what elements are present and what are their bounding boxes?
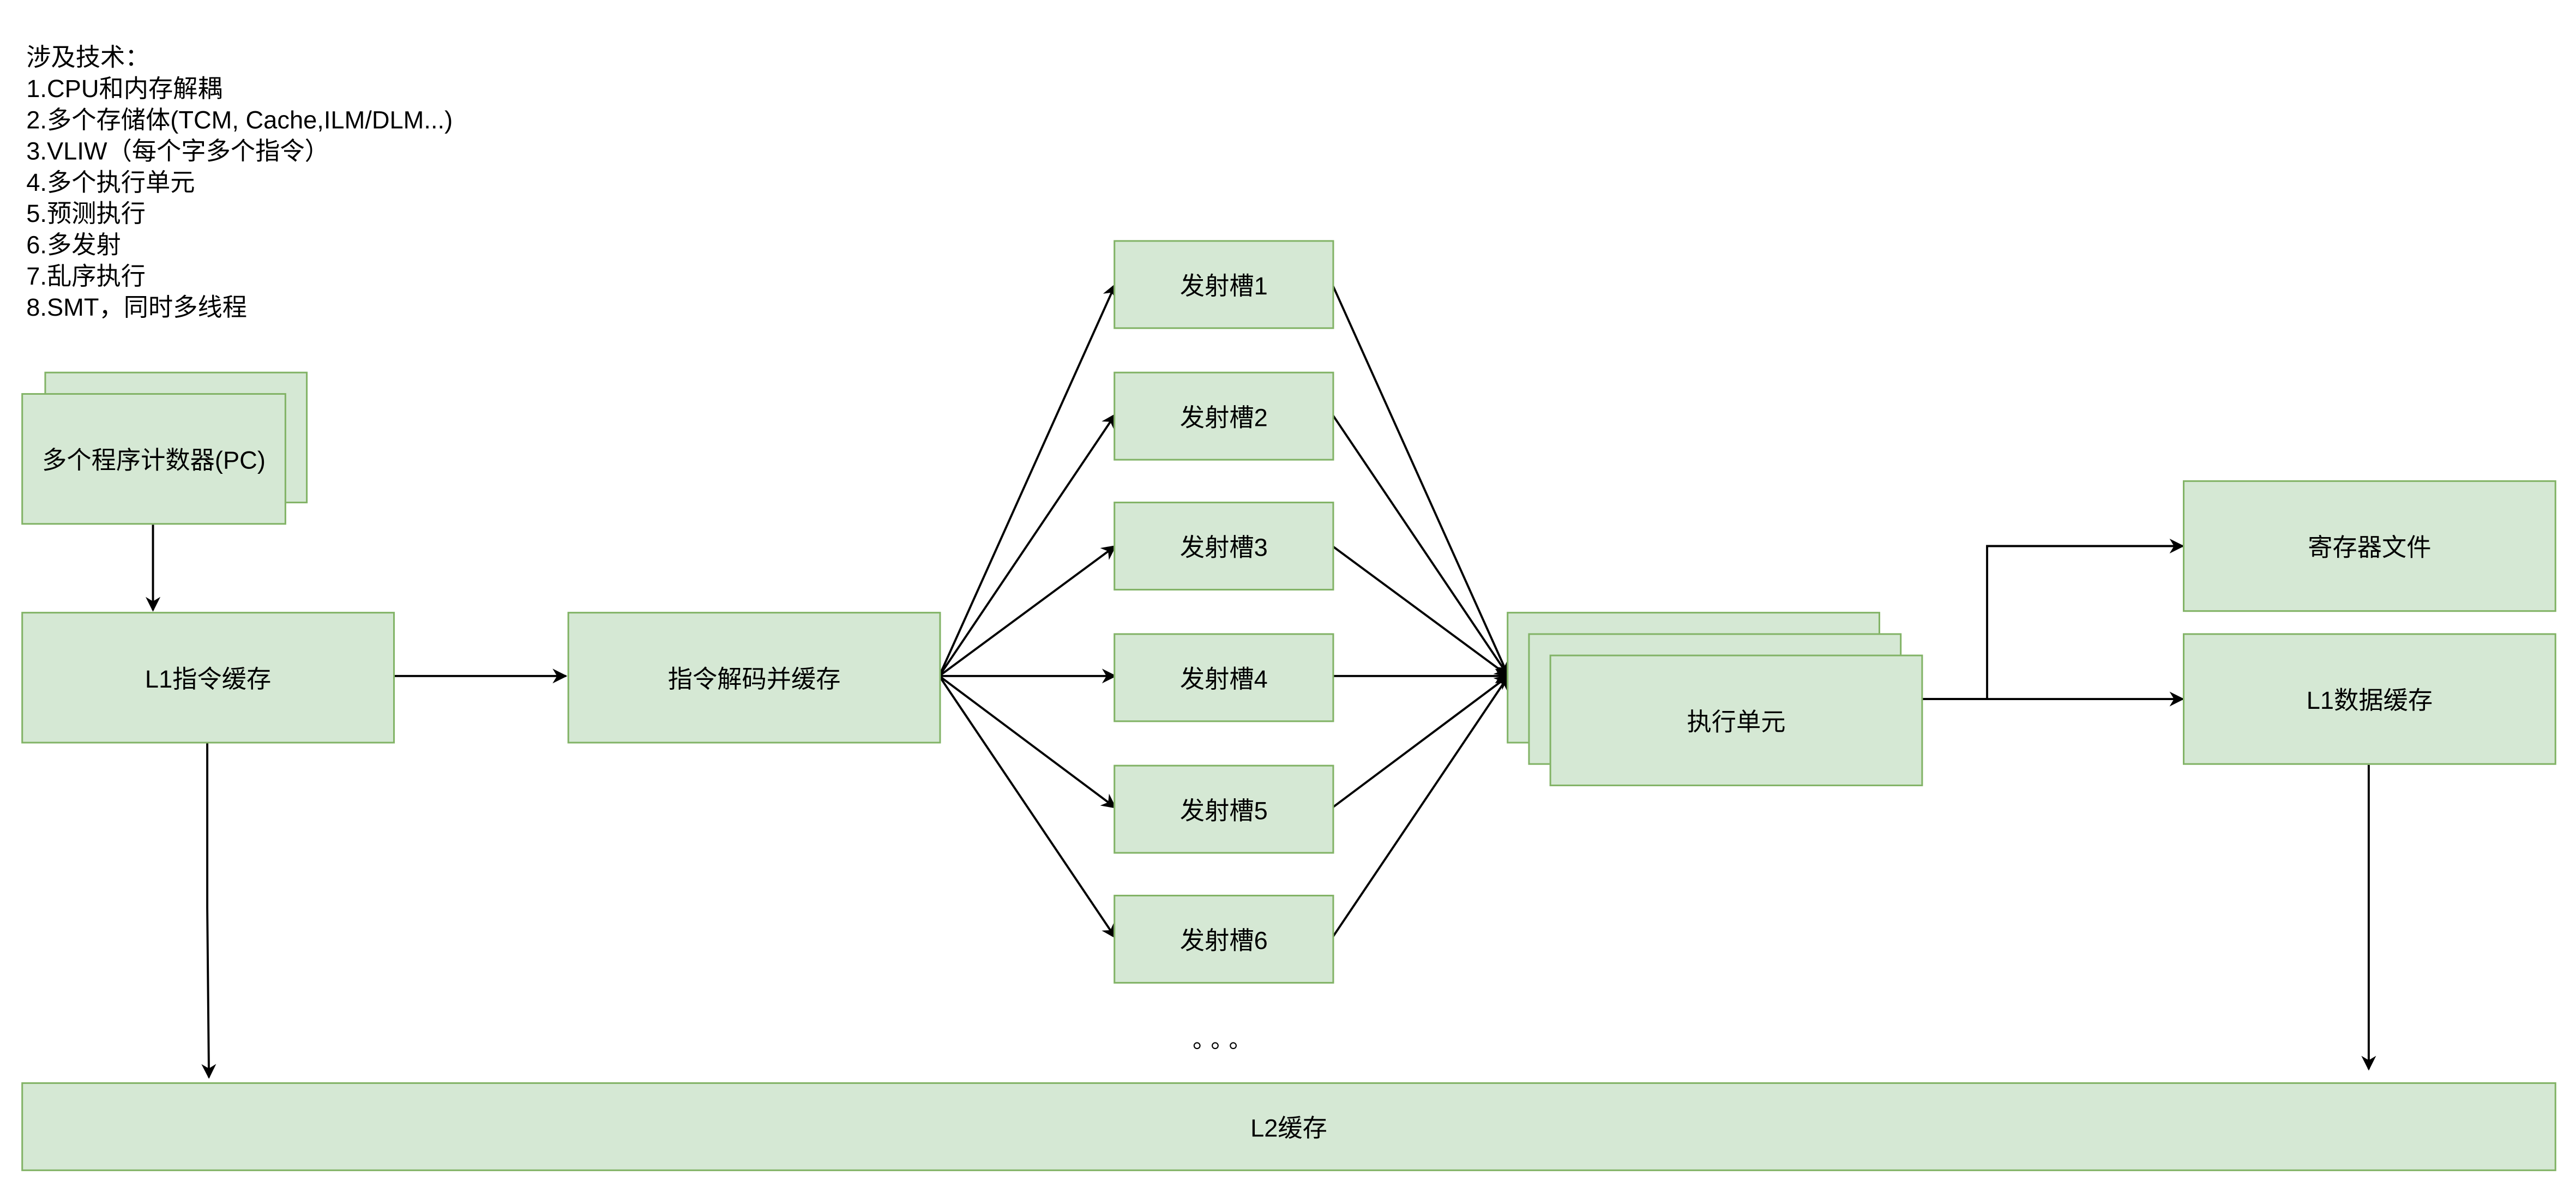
issue-slot-4-node: 发射槽4	[1114, 633, 1334, 722]
program-counters-node: 多个程序计数器(PC)	[21, 393, 286, 525]
l2-cache-label: L2缓存	[1250, 1114, 1327, 1143]
l1-data-cache-label: L1数据缓存	[2306, 686, 2433, 715]
notes-item: 6.多发射	[26, 232, 121, 260]
edge-l1i-to-l2	[201, 743, 216, 1079]
notes-item: 1.CPU和内存解耦	[26, 75, 222, 104]
notes-item: 3.VLIW（每个字多个指令）	[26, 138, 329, 166]
issue-slot-label: 发射槽4	[1179, 665, 1268, 694]
l2-cache-node: L2缓存	[21, 1082, 2556, 1171]
issue-slot-label: 发射槽5	[1179, 797, 1268, 825]
edge-exec-to-regfile	[1921, 538, 2184, 701]
issue-slot-3-node: 发射槽3	[1114, 502, 1334, 591]
edge-slot2-to-exec	[1331, 414, 1509, 678]
execution-unit-node: 执行单元	[1549, 654, 1923, 786]
decode-buffer-node: 指令解码并缓存	[567, 612, 941, 744]
edge-decode-to-slot1	[938, 283, 1117, 677]
decode-buffer-label: 指令解码并缓存	[667, 665, 841, 694]
notes-item: 7.乱序执行	[26, 263, 146, 291]
notes-item: 8.SMT，同时多线程	[26, 294, 248, 323]
notes-item: 2.多个存储体(TCM, Cache,ILM/DLM...)	[26, 107, 453, 135]
edge-decode-to-slot3	[938, 545, 1117, 677]
more-slots-ellipsis: 。。。	[1193, 1026, 1259, 1053]
register-file-node: 寄存器文件	[2183, 480, 2556, 612]
issue-slot-6-node: 发射槽6	[1114, 895, 1334, 984]
issue-slot-5-node: 发射槽5	[1114, 764, 1334, 854]
edge-decode-to-slot5	[938, 675, 1117, 809]
execution-unit-label: 执行单元	[1687, 708, 1786, 736]
edge-slot1-to-exec	[1331, 284, 1510, 678]
edge-slot6-to-exec	[1331, 674, 1509, 938]
notes-item: 5.预测执行	[26, 201, 146, 229]
edge-decode-to-slot2	[938, 413, 1116, 677]
program-counters-label: 多个程序计数器(PC)	[42, 447, 266, 475]
notes-title: 涉及技术：	[26, 44, 150, 73]
notes-item: 4.多个执行单元	[26, 169, 195, 197]
issue-slot-label: 发射槽3	[1179, 533, 1268, 562]
issue-slot-label: 发射槽6	[1179, 926, 1268, 955]
l1-instruction-cache-label: L1指令缓存	[145, 665, 272, 694]
register-file-label: 寄存器文件	[2308, 533, 2431, 562]
issue-slot-label: 发射槽1	[1179, 272, 1268, 300]
l1-data-cache-node: L1数据缓存	[2183, 633, 2556, 765]
technology-notes: 涉及技术： 1.CPU和内存解耦 2.多个存储体(TCM, Cache,ILM/…	[26, 43, 453, 324]
issue-slot-2-node: 发射槽2	[1114, 371, 1334, 461]
edge-decode-to-slot6	[938, 675, 1116, 939]
edge-slot3-to-exec	[1332, 545, 1510, 677]
issue-slot-1-node: 发射槽1	[1114, 240, 1334, 329]
issue-slot-label: 发射槽2	[1179, 403, 1268, 432]
l1-instruction-cache-node: L1指令缓存	[21, 612, 395, 744]
edge-slot5-to-exec	[1332, 675, 1510, 809]
